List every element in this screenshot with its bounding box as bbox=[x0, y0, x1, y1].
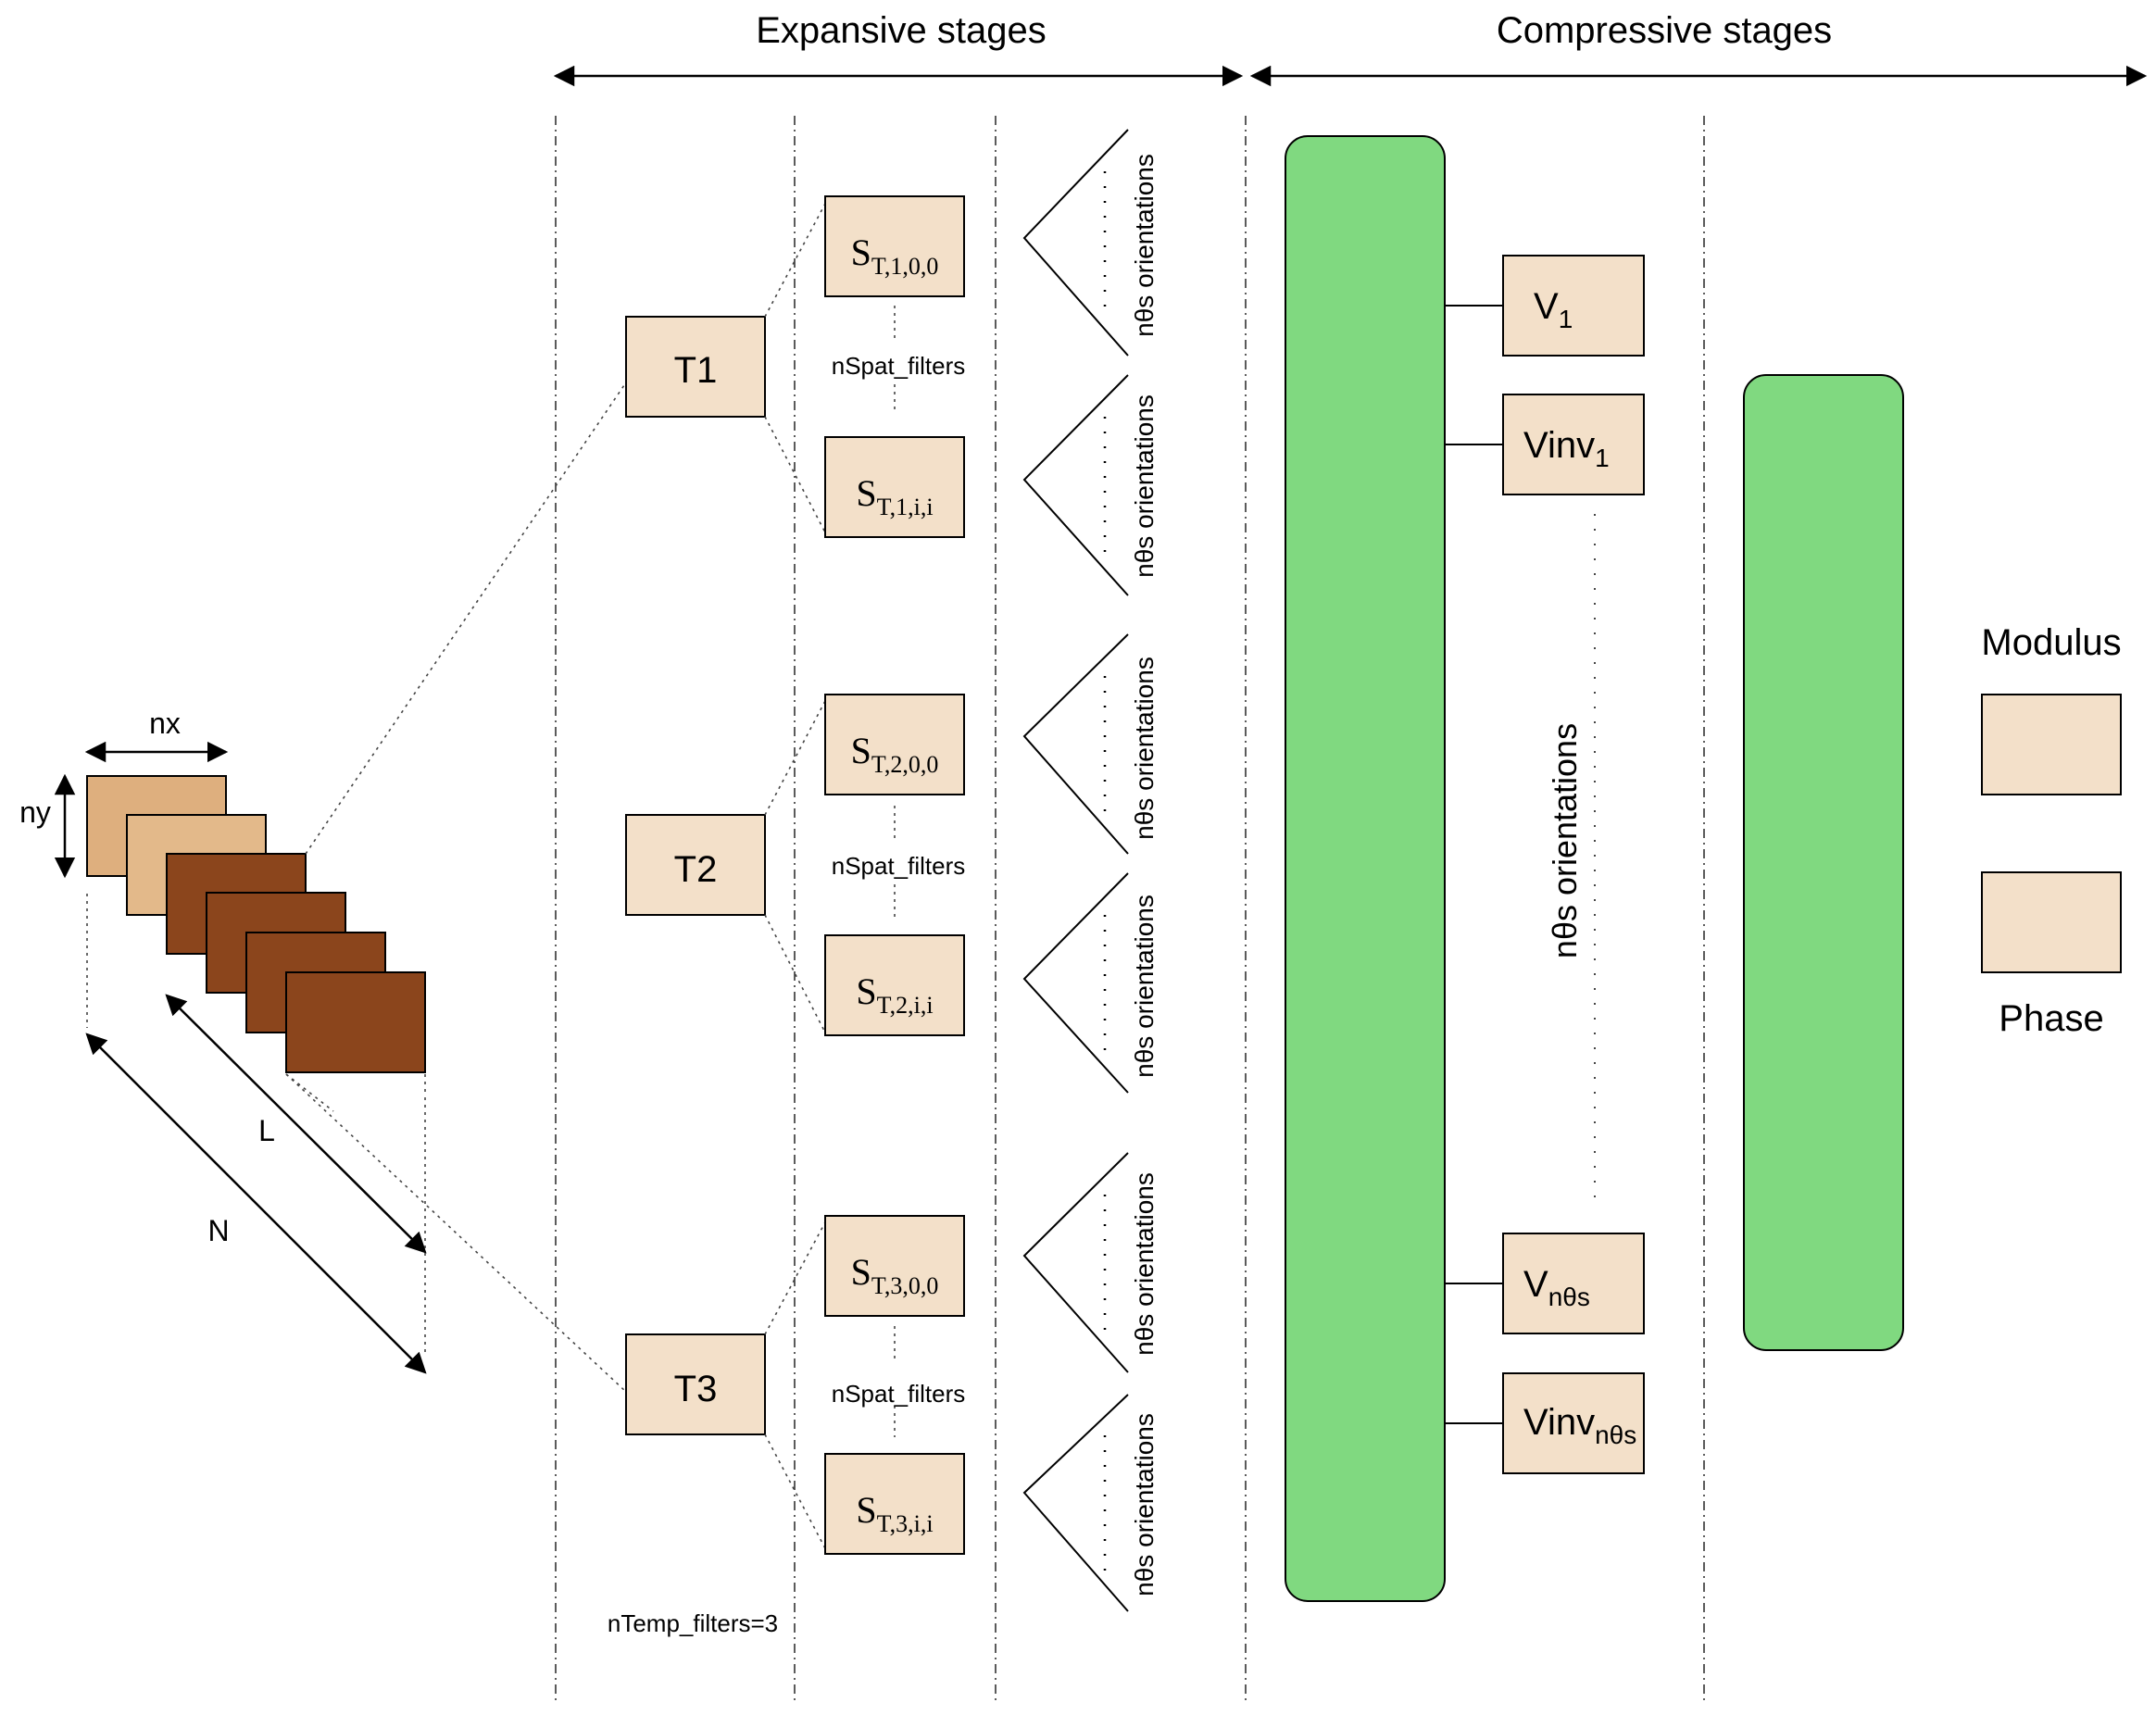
orientation-fan-6 bbox=[1022, 1394, 1129, 1612]
header: Expansive stages Compressive stages bbox=[553, 10, 2148, 87]
orientation-fan-4 bbox=[1022, 872, 1129, 1094]
orientation-label-6: nθs orientations bbox=[1130, 1413, 1159, 1596]
svg-text:ST,3,i,i: ST,3,i,i bbox=[856, 1489, 933, 1537]
nspat-label-T2: nSpat_filters bbox=[832, 852, 966, 880]
v-box-n: Vnθs bbox=[1502, 1233, 1645, 1334]
input-to-temporal-links bbox=[285, 382, 627, 1393]
N-arrow bbox=[85, 1033, 427, 1374]
N-label: N bbox=[207, 1214, 229, 1247]
expansive-stages-title: Expansive stages bbox=[756, 10, 1047, 51]
orientation-fan-3 bbox=[1022, 633, 1129, 855]
svg-text:Vnθs: Vnθs bbox=[1523, 1264, 1590, 1311]
orientation-fan-1 bbox=[1022, 129, 1129, 357]
compressive-stages-title: Compressive stages bbox=[1497, 10, 1832, 51]
temporal-filter-T2 bbox=[625, 814, 766, 916]
modulus-label: Modulus bbox=[1981, 622, 2121, 663]
v-box-1: V1 bbox=[1502, 255, 1645, 357]
orientation-label-4: nθs orientations bbox=[1130, 895, 1159, 1078]
L-label: L bbox=[258, 1114, 275, 1147]
orientation-fan-5 bbox=[1022, 1152, 1129, 1373]
vinv-box-n: Vinvnθs bbox=[1502, 1372, 1645, 1474]
spatial-filter-T2-ii: ST,2,i,i bbox=[824, 934, 965, 1036]
output: Modulus Phase bbox=[1981, 622, 2122, 1039]
green-column-2 bbox=[1743, 374, 1904, 1351]
nspat-label-T1: nSpat_filters bbox=[832, 352, 966, 380]
temporal-filter-T1 bbox=[625, 316, 766, 418]
svg-text:ST,1,i,i: ST,1,i,i bbox=[856, 472, 933, 520]
compressive-stage-1: V1 Vinv1 nθs orientations Vnθs Vinvnθs bbox=[1285, 135, 1645, 1602]
compressive-orientation-label: nθs orientations bbox=[1546, 723, 1584, 958]
nx-label: nx bbox=[149, 707, 181, 740]
temporal-to-spatial-links bbox=[764, 203, 896, 1549]
spatial-filter-T1-00: ST,1,0,0 bbox=[824, 195, 965, 297]
nspat-label-T3: nSpat_filters bbox=[832, 1380, 966, 1408]
spatial-filters: ST,1,0,0 nSpat_filters ST,1,i,i ST,2,0,0… bbox=[824, 195, 966, 1555]
spatial-filter-T2-00: ST,2,0,0 bbox=[824, 694, 965, 795]
phase-box bbox=[1981, 871, 2122, 973]
vinv-box-1: Vinv1 bbox=[1502, 394, 1645, 495]
ny-label: ny bbox=[19, 795, 51, 829]
orientation-fans bbox=[1022, 129, 1129, 1612]
orientation-labels: nθs orientations nθs orientations nθs or… bbox=[1130, 154, 1159, 1596]
orientation-label-3: nθs orientations bbox=[1130, 657, 1159, 840]
temporal-count-label: nTemp_filters=3 bbox=[608, 1609, 778, 1637]
spatial-filter-T3-00: ST,3,0,0 bbox=[824, 1215, 965, 1317]
svg-text:Vinv1: Vinv1 bbox=[1523, 425, 1610, 472]
T2-label: T2 bbox=[674, 849, 718, 890]
svg-text:ST,3,0,0: ST,3,0,0 bbox=[851, 1251, 939, 1299]
svg-text:Vinvnθs: Vinvnθs bbox=[1523, 1402, 1636, 1449]
orientation-label-2: nθs orientations bbox=[1130, 394, 1159, 578]
svg-text:ST,2,0,0: ST,2,0,0 bbox=[851, 730, 939, 778]
compressive-stage-2 bbox=[1743, 374, 1904, 1351]
input-frame-stack: nx ny L N bbox=[19, 707, 427, 1374]
modulus-box bbox=[1981, 694, 2122, 795]
T1-label: T1 bbox=[674, 350, 718, 391]
green-column-1 bbox=[1285, 135, 1446, 1602]
svg-text:ST,2,i,i: ST,2,i,i bbox=[856, 970, 933, 1019]
svg-text:ST,1,0,0: ST,1,0,0 bbox=[851, 232, 939, 280]
spatial-filter-T3-ii: ST,3,i,i bbox=[824, 1453, 965, 1555]
phase-label: Phase bbox=[1999, 998, 2103, 1039]
orientation-label-5: nθs orientations bbox=[1130, 1172, 1159, 1356]
svg-text:V1: V1 bbox=[1534, 286, 1573, 333]
frame-6 bbox=[285, 971, 426, 1073]
spatial-filter-T1-ii: ST,1,i,i bbox=[824, 436, 965, 538]
temporal-filters: T1 T2 T3 nTemp_filters=3 bbox=[608, 316, 778, 1637]
temporal-filter-T3 bbox=[625, 1333, 766, 1435]
orientation-label-1: nθs orientations bbox=[1130, 154, 1159, 337]
T3-label: T3 bbox=[674, 1369, 718, 1409]
orientation-fan-2 bbox=[1022, 374, 1129, 596]
